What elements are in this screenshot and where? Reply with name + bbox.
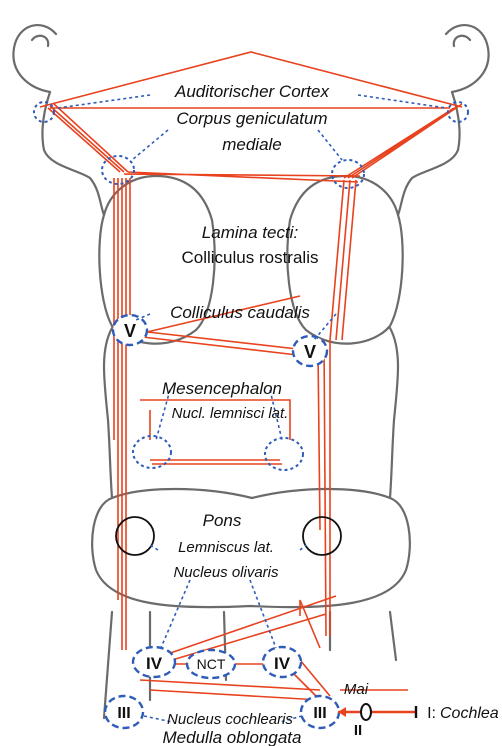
nucleus-lemnisci-right: [265, 438, 303, 470]
label-pons: Pons: [203, 511, 242, 530]
label-neuron-ii: II: [354, 722, 362, 739]
brain-outline: [13, 25, 488, 718]
label-lamina-tecti: Lamina tecti:: [202, 223, 299, 242]
neuron-v-right-label: V: [304, 342, 316, 362]
label-cochlea-prefix: I:: [427, 705, 436, 722]
neuron-iv-right-label: IV: [274, 654, 291, 673]
label-auditory-cortex: Auditorischer Cortex: [174, 82, 330, 101]
label-mai: Mai: [344, 681, 369, 698]
label-mesencephalon: Mesencephalon: [162, 379, 282, 398]
label-colliculus-caudalis: Colliculus caudalis: [170, 303, 310, 322]
neuron-iv-left-label: IV: [146, 654, 163, 673]
neuron-v-left: V: [113, 315, 147, 345]
neuron-iv-left: IV: [133, 647, 175, 677]
label-cochlea: Cochlea: [440, 705, 499, 722]
label-corpus-geniculatum-2: mediale: [222, 135, 282, 154]
neuron-iii-right-label: III: [313, 705, 326, 722]
neuron-iii-right: III: [301, 696, 339, 728]
label-nucl-lemnisci: Nucl. lemnisci lat.: [172, 405, 289, 422]
neuron-v-right: V: [293, 336, 327, 366]
ganglion-spirale-icon: [361, 704, 371, 720]
olive-circle-right: [303, 517, 341, 555]
cochlea-input: [338, 704, 416, 720]
label-colliculus-rostralis: Colliculus rostralis: [182, 248, 319, 267]
neuron-v-left-label: V: [124, 321, 136, 341]
label-medulla-oblongata: Medulla oblongata: [163, 728, 302, 746]
neuron-iv-right: IV: [263, 647, 301, 677]
neuron-iii-left: III: [105, 696, 143, 728]
label-lemniscus-lat: Lemniscus lat.: [178, 539, 274, 556]
nct-label: NCT: [197, 656, 226, 672]
nucleus-nct: NCT: [187, 650, 235, 678]
nuclei: [34, 102, 468, 555]
label-nucleus-olivaris: Nucleus olivaris: [173, 564, 279, 581]
label-nucleus-cochlearis: Nucleus cochlearis: [167, 711, 293, 728]
label-corpus-geniculatum: Corpus geniculatum: [176, 109, 327, 128]
neuron-iii-left-label: III: [117, 705, 130, 722]
